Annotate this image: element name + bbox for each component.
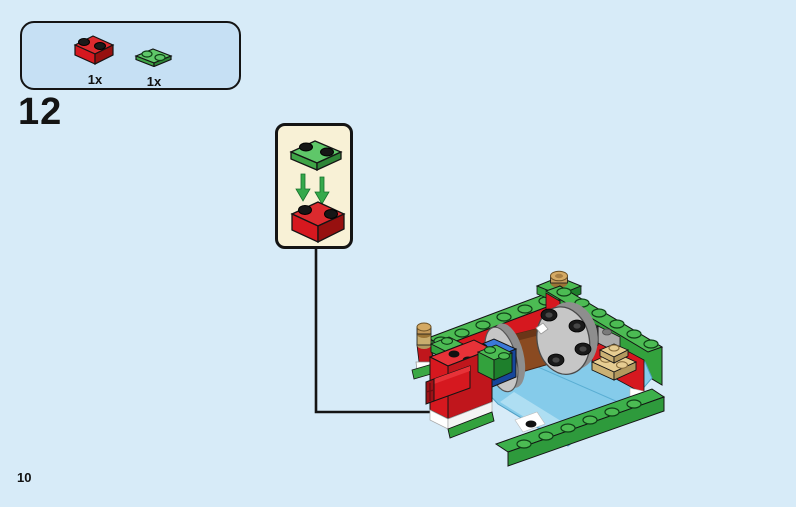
green-plate-icon [134,48,173,68]
green-arrow-down-icon [314,176,330,205]
page-number: 10 [17,470,32,485]
green-arrow-down-icon [295,173,311,202]
drum-axle-end [535,322,549,335]
model-gold-stud-left [411,322,439,380]
step-number: 12 [18,91,63,133]
model-front-red-bricks [425,336,514,439]
assembly-callout-box [275,123,353,249]
assembly-callout-drawing [289,140,346,244]
part-count-label: 1x [87,72,103,87]
part-green-plate: 1x [134,47,174,88]
red-brick-icon [73,35,115,65]
model-assembly [411,270,666,467]
connector-line [314,249,452,414]
drum-pins [540,308,592,367]
parts-callout-box: 1x 1x [20,21,241,90]
model-green-brick-front [476,344,514,381]
callout-red-brick [290,201,346,244]
model-tan-plates [590,343,638,381]
model-base-plate [494,387,666,467]
model-red-axle [425,365,471,405]
callout-green-plate [289,140,343,172]
part-count-label: 1x [146,74,162,89]
part-red-brick: 1x [72,33,118,86]
